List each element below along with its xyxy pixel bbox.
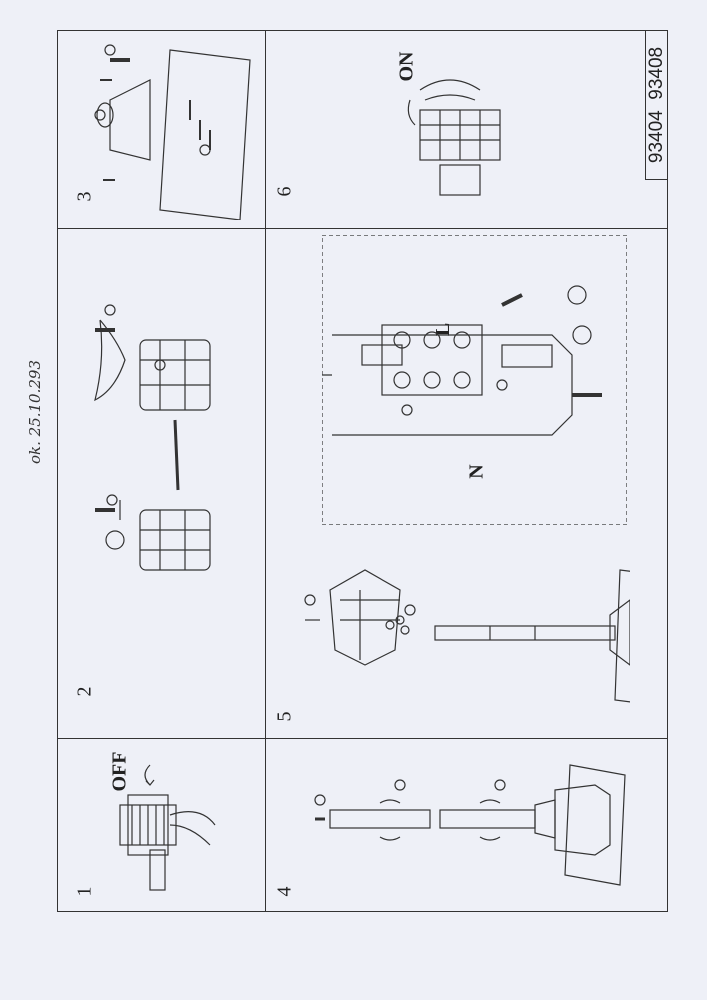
divider xyxy=(57,228,668,229)
instruction-sheet-border xyxy=(57,30,668,912)
model-numbers: 93404 93408 xyxy=(646,46,668,162)
handwritten-note: ok. 25.10.293 xyxy=(26,360,44,464)
switch-off-illustration xyxy=(119,764,216,891)
pole-assembly-illustration xyxy=(314,764,626,886)
step-number-4: 4 xyxy=(273,886,296,897)
step-number-1: 1 xyxy=(73,886,96,897)
lamp-head-installation-illustration xyxy=(304,569,630,703)
base-mounting-illustration xyxy=(94,44,251,220)
model-number-box: 93404 93408 xyxy=(645,30,668,180)
divider xyxy=(265,30,266,912)
step-number-5: 5 xyxy=(273,711,296,722)
switch-on-illustration xyxy=(407,79,501,196)
divider xyxy=(57,738,668,739)
model-number: 93404 xyxy=(646,109,667,163)
wiring-detail-illustration xyxy=(322,235,627,525)
model-number: 93408 xyxy=(646,46,667,100)
step-number-6: 6 xyxy=(273,186,296,197)
lantern-disassembly-illustration xyxy=(94,304,211,571)
step-number-2: 2 xyxy=(73,686,96,697)
